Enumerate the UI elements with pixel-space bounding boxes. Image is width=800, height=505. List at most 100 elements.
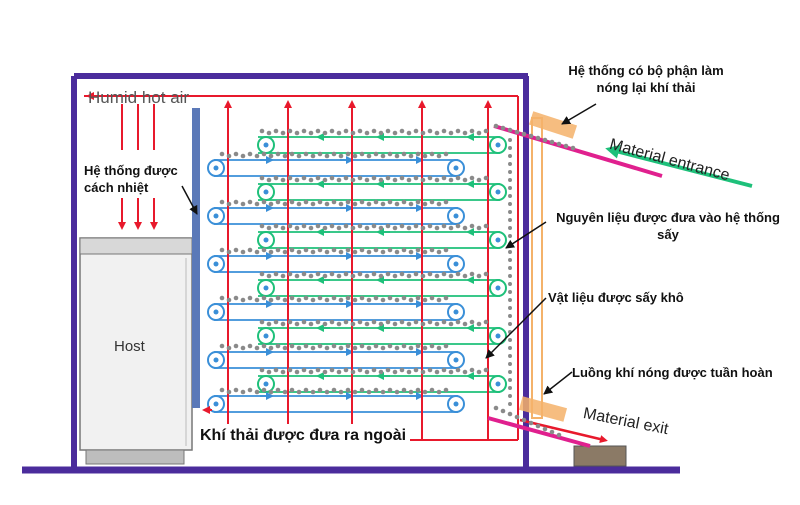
pellet-icon <box>483 128 489 134</box>
pellet-icon <box>406 273 412 279</box>
pellet-icon <box>301 367 307 373</box>
roller-hub <box>263 142 269 148</box>
pellet-icon <box>413 175 419 181</box>
pellet-icon <box>401 295 407 301</box>
pellet-icon <box>268 249 274 255</box>
pellet-icon <box>310 389 316 395</box>
pellet-icon <box>268 297 274 303</box>
pellet-icon <box>254 201 260 207</box>
pellet-icon <box>508 346 512 350</box>
pellet-icon <box>350 369 356 375</box>
pellet-icon <box>508 186 512 190</box>
pellet-icon <box>317 387 323 393</box>
pellet-icon <box>233 295 239 301</box>
pellet-icon <box>247 387 253 393</box>
pellet-icon <box>508 162 512 166</box>
pellet-icon <box>331 295 337 301</box>
pellet-icon <box>406 177 412 183</box>
pellet-icon <box>240 201 246 207</box>
pellet-icon <box>275 247 281 253</box>
pellet-icon <box>296 201 302 207</box>
pellet-icon <box>394 345 400 351</box>
pointer-insulated <box>181 185 198 215</box>
pellet-icon <box>429 247 435 253</box>
pellet-icon <box>310 153 316 159</box>
pellet-icon <box>434 321 440 327</box>
pellet-icon <box>399 175 405 181</box>
pellet-icon <box>443 247 449 253</box>
pellet-icon <box>415 387 421 393</box>
pellet-icon <box>303 343 309 349</box>
dried-material-label: Vật liệu được sấy khô <box>548 290 684 305</box>
pellet-icon <box>380 345 386 351</box>
pellet-icon <box>429 151 435 157</box>
pellet-icon <box>528 420 534 426</box>
roller-hub <box>453 165 459 171</box>
roller-hub <box>213 401 219 407</box>
pellet-icon <box>508 338 512 342</box>
pellet-icon <box>338 201 344 207</box>
pellet-icon <box>462 321 468 327</box>
pellet-icon <box>387 387 393 393</box>
pellet-icon <box>329 271 335 277</box>
pellet-icon <box>380 153 386 159</box>
pellet-icon <box>528 133 534 139</box>
pellet-icon <box>436 153 442 159</box>
pellet-icon <box>287 128 293 134</box>
pellet-icon <box>336 225 342 231</box>
pellet-icon <box>500 125 506 131</box>
humid-hot-air-label: Humid hot air <box>88 88 190 107</box>
material-pellets <box>219 123 576 438</box>
pellet-icon <box>266 321 272 327</box>
pellet-icon <box>226 153 232 159</box>
pellet-icon <box>282 389 288 395</box>
pellet-icon <box>247 247 253 253</box>
pellet-icon <box>401 151 407 157</box>
pellet-icon <box>301 223 307 229</box>
pellet-icon <box>371 128 377 134</box>
pellet-icon <box>226 297 232 303</box>
pellet-icon <box>394 153 400 159</box>
pellet-icon <box>317 343 323 349</box>
pellet-icon <box>429 387 435 393</box>
pellet-icon <box>413 367 419 373</box>
pellet-icon <box>508 290 512 294</box>
pellet-icon <box>408 153 414 159</box>
pellet-icon <box>266 369 272 375</box>
pellet-icon <box>387 151 393 157</box>
pellet-icon <box>343 271 349 277</box>
pellet-icon <box>422 201 428 207</box>
material-exit-chute <box>487 416 591 448</box>
pellet-icon <box>366 389 372 395</box>
roller-hub <box>495 142 501 148</box>
pellet-icon <box>247 295 253 301</box>
pellet-icon <box>219 151 225 157</box>
pellet-icon <box>462 177 468 183</box>
reheat-system-line-2: nóng lại khí thải <box>596 80 696 95</box>
hot-air-recirculated-label: Luồng khí nóng được tuần hoàn <box>572 365 773 380</box>
pellet-icon <box>345 199 351 205</box>
pellet-icon <box>392 369 398 375</box>
pellet-icon <box>273 319 279 325</box>
pellet-icon <box>413 223 419 229</box>
pellet-icon <box>364 273 370 279</box>
pellet-icon <box>336 130 342 136</box>
pellet-icon <box>352 153 358 159</box>
pellet-icon <box>476 321 482 327</box>
pellet-icon <box>301 175 307 181</box>
pellet-icon <box>422 345 428 351</box>
pellet-icon <box>303 247 309 253</box>
pellet-icon <box>563 143 569 149</box>
pellet-icon <box>514 129 520 135</box>
pellet-icon <box>508 378 512 382</box>
pellet-icon <box>289 151 295 157</box>
pellet-icon <box>385 128 391 134</box>
conveyor-system <box>207 133 507 413</box>
roller-hub <box>263 381 269 387</box>
pellet-icon <box>329 223 335 229</box>
pellet-icon <box>500 408 506 414</box>
pellet-icon <box>352 389 358 395</box>
pellet-icon <box>380 201 386 207</box>
pellet-icon <box>303 199 309 205</box>
feed-material-line-2: sấy <box>657 227 679 242</box>
